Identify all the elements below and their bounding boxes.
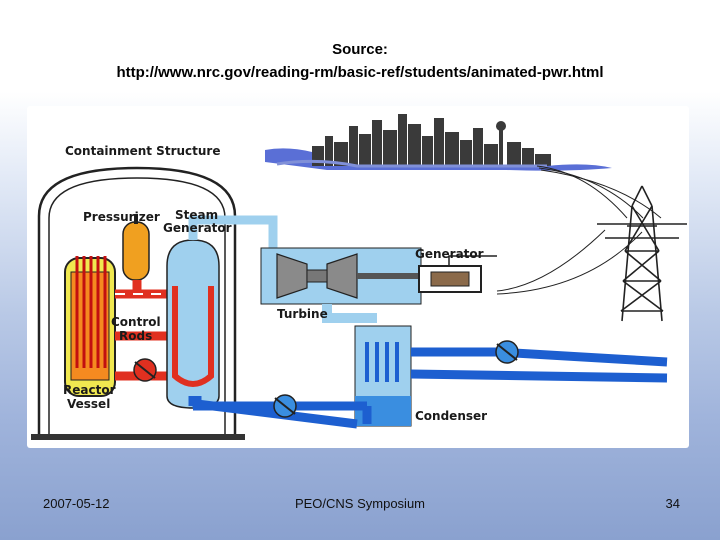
label-steam: Steam — [175, 208, 218, 222]
turbine — [260, 247, 423, 305]
footer-page-number: 34 — [665, 496, 680, 511]
label-generator: Generator — [415, 247, 484, 261]
label-reactor: Reactor — [63, 383, 116, 397]
pwr-diagram-svg: Containment Structure Pressurizer Steam … — [31, 114, 687, 440]
source-block: Source: http://www.nrc.gov/reading-rm/ba… — [0, 38, 720, 84]
city-skyline — [312, 114, 551, 168]
label-pressurizer: Pressurizer — [83, 210, 160, 224]
steam-line — [188, 215, 278, 274]
label-rods: Rods — [119, 329, 152, 343]
steam-generator — [166, 239, 220, 409]
label-turbine: Turbine — [277, 307, 328, 321]
river-bank — [276, 159, 547, 168]
power-lines — [496, 165, 662, 295]
footer-date: 2007-05-12 — [43, 496, 110, 511]
source-heading: Source: — [332, 41, 388, 58]
label-steam-generator: Generator — [163, 221, 232, 235]
footer-title: PEO/CNS Symposium — [294, 496, 426, 511]
pressurizer-tank — [122, 221, 150, 281]
containment-wall — [37, 166, 237, 436]
label-vessel: Vessel — [67, 397, 110, 411]
pwr-diagram: Containment Structure Pressurizer Steam … — [27, 106, 689, 448]
source-url: http://www.nrc.gov/reading-rm/basic-ref/… — [116, 64, 604, 81]
label-containment-structure: Containment Structure — [65, 144, 220, 158]
generator — [418, 255, 497, 293]
transmission-tower — [597, 185, 687, 322]
label-control: Control — [111, 315, 161, 329]
label-condenser: Condenser — [415, 409, 487, 423]
cooling-water-loop — [410, 347, 668, 383]
